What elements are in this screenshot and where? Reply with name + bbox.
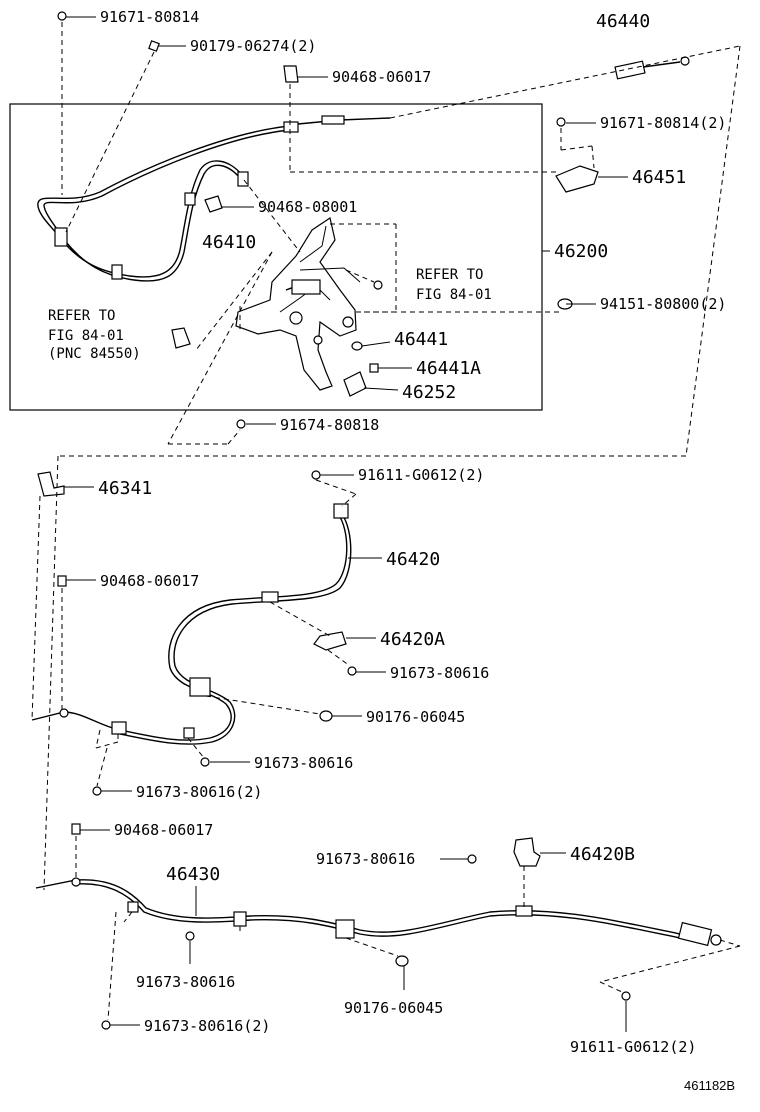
callout-91674-80818[interactable]: 91674-80818 bbox=[280, 416, 379, 434]
refer-note-left-line1: REFER TO bbox=[48, 308, 115, 324]
cable-fitting bbox=[321, 115, 345, 125]
clip-icon bbox=[57, 575, 67, 587]
callout-91611-G0612-low[interactable]: 91611-G0612(2) bbox=[570, 1038, 696, 1056]
bolt-icon bbox=[556, 117, 566, 127]
callout-90179-06274[interactable]: 90179-06274(2) bbox=[190, 37, 316, 55]
callout-90176-06045-low[interactable]: 90176-06045 bbox=[344, 999, 443, 1017]
callout-46430[interactable]: 46430 bbox=[166, 864, 220, 885]
bolt-icon bbox=[621, 991, 631, 1001]
callout-46200[interactable]: 46200 bbox=[554, 241, 608, 262]
clip-icon bbox=[171, 327, 191, 349]
callout-46441[interactable]: 46441 bbox=[394, 329, 448, 350]
cable-fitting bbox=[261, 591, 279, 603]
callout-90468-06017-top[interactable]: 90468-06017 bbox=[332, 68, 431, 86]
lower-fasteners bbox=[71, 823, 631, 1030]
pad-icon bbox=[343, 371, 367, 397]
bolt-icon bbox=[347, 666, 357, 676]
callout-91611-G0612-mid[interactable]: 91611-G0612(2) bbox=[358, 466, 484, 484]
cable-46420 bbox=[31, 503, 352, 745]
clip-icon bbox=[148, 40, 160, 52]
fasteners bbox=[57, 11, 599, 429]
clip-icon bbox=[283, 65, 299, 83]
nut-icon bbox=[319, 710, 333, 722]
cable-clamp bbox=[183, 727, 195, 739]
callout-91671-80814[interactable]: 91671-80814 bbox=[100, 8, 199, 26]
callout-46440[interactable]: 46440 bbox=[596, 11, 650, 32]
cable-46410 bbox=[37, 115, 391, 282]
callout-46420A[interactable]: 46420A bbox=[380, 629, 445, 650]
lower-dashed-leaders bbox=[75, 836, 741, 1021]
callout-91673-80616-2-mid[interactable]: 91673-80616(2) bbox=[136, 783, 262, 801]
bracket-icon bbox=[555, 165, 599, 193]
pedal-bracket-assembly bbox=[235, 217, 361, 391]
refer-note-line2[interactable]: FIG 84-01 bbox=[416, 287, 492, 303]
cable-clamp bbox=[111, 721, 127, 735]
callout-91673-80616-c[interactable]: 91673-80616 bbox=[316, 850, 415, 868]
callout-90468-06017-low[interactable]: 90468-06017 bbox=[114, 821, 213, 839]
middle-dashed-leaders bbox=[31, 455, 357, 891]
label-leaders bbox=[64, 16, 628, 1032]
cable-clamp bbox=[233, 911, 247, 927]
cable-clamp bbox=[127, 901, 139, 913]
bracket-46341 bbox=[37, 471, 65, 497]
cable-clamp bbox=[184, 192, 196, 206]
cable-end bbox=[237, 171, 249, 187]
callout-46410[interactable]: 46410 bbox=[202, 232, 256, 253]
figure-code: 461182B bbox=[684, 1078, 735, 1093]
refer-note-left-line2[interactable]: FIG 84-01 bbox=[48, 328, 124, 344]
cable-end bbox=[333, 503, 349, 519]
assembly-frame-46200 bbox=[9, 103, 543, 411]
callout-46252[interactable]: 46252 bbox=[402, 382, 456, 403]
callout-46420[interactable]: 46420 bbox=[386, 549, 440, 570]
clip-icon bbox=[71, 823, 81, 835]
bolt-icon bbox=[311, 470, 321, 480]
spring bbox=[291, 279, 321, 295]
nut-icon bbox=[395, 955, 409, 967]
bolt-icon bbox=[236, 419, 246, 429]
bracket-46420B bbox=[513, 837, 541, 867]
middle-fasteners bbox=[57, 470, 357, 796]
bolt-icon bbox=[185, 931, 195, 941]
refer-note-left-line3: (PNC 84550) bbox=[48, 346, 141, 362]
callout-91673-80616-a[interactable]: 91673-80616 bbox=[390, 664, 489, 682]
bolt-icon bbox=[101, 1020, 111, 1030]
refer-note-line1: REFER TO bbox=[416, 267, 483, 283]
bolt-icon bbox=[467, 854, 477, 864]
cable-46440 bbox=[614, 56, 690, 80]
cable-clamp bbox=[111, 264, 123, 280]
callout-91673-80616-d[interactable]: 91673-80616 bbox=[136, 973, 235, 991]
callout-91671-80814-2[interactable]: 91671-80814(2) bbox=[600, 114, 726, 132]
callout-90176-06045-mid[interactable]: 90176-06045 bbox=[366, 708, 465, 726]
clip-icon bbox=[204, 195, 223, 213]
bolt-icon bbox=[57, 11, 67, 21]
bolt-icon bbox=[92, 786, 102, 796]
cable-clamp bbox=[189, 677, 211, 697]
cable-end bbox=[283, 121, 299, 133]
nut-icon bbox=[369, 363, 379, 373]
callout-46341[interactable]: 46341 bbox=[98, 478, 152, 499]
cable-clamp bbox=[335, 919, 355, 939]
upper-dashed-leaders bbox=[58, 22, 741, 457]
cable-fitting bbox=[515, 905, 533, 917]
bracket-46420A bbox=[313, 631, 347, 651]
callout-46441A[interactable]: 46441A bbox=[416, 358, 481, 379]
cable-end bbox=[677, 921, 713, 947]
washer-icon bbox=[351, 341, 363, 351]
callout-46451[interactable]: 46451 bbox=[632, 167, 686, 188]
bolt-icon bbox=[373, 280, 383, 290]
callout-91673-80616-b[interactable]: 91673-80616 bbox=[254, 754, 353, 772]
callout-90468-08001[interactable]: 90468-08001 bbox=[258, 198, 357, 216]
callout-90468-06017-mid[interactable]: 90468-06017 bbox=[100, 572, 199, 590]
callout-91673-80616-2-low[interactable]: 91673-80616(2) bbox=[144, 1017, 270, 1035]
callout-46420B[interactable]: 46420B bbox=[570, 844, 635, 865]
callout-94151-80800[interactable]: 94151-80800(2) bbox=[600, 295, 726, 313]
bolt-icon bbox=[200, 757, 210, 767]
cable-clamp bbox=[54, 227, 68, 247]
cable-46430 bbox=[35, 837, 722, 947]
